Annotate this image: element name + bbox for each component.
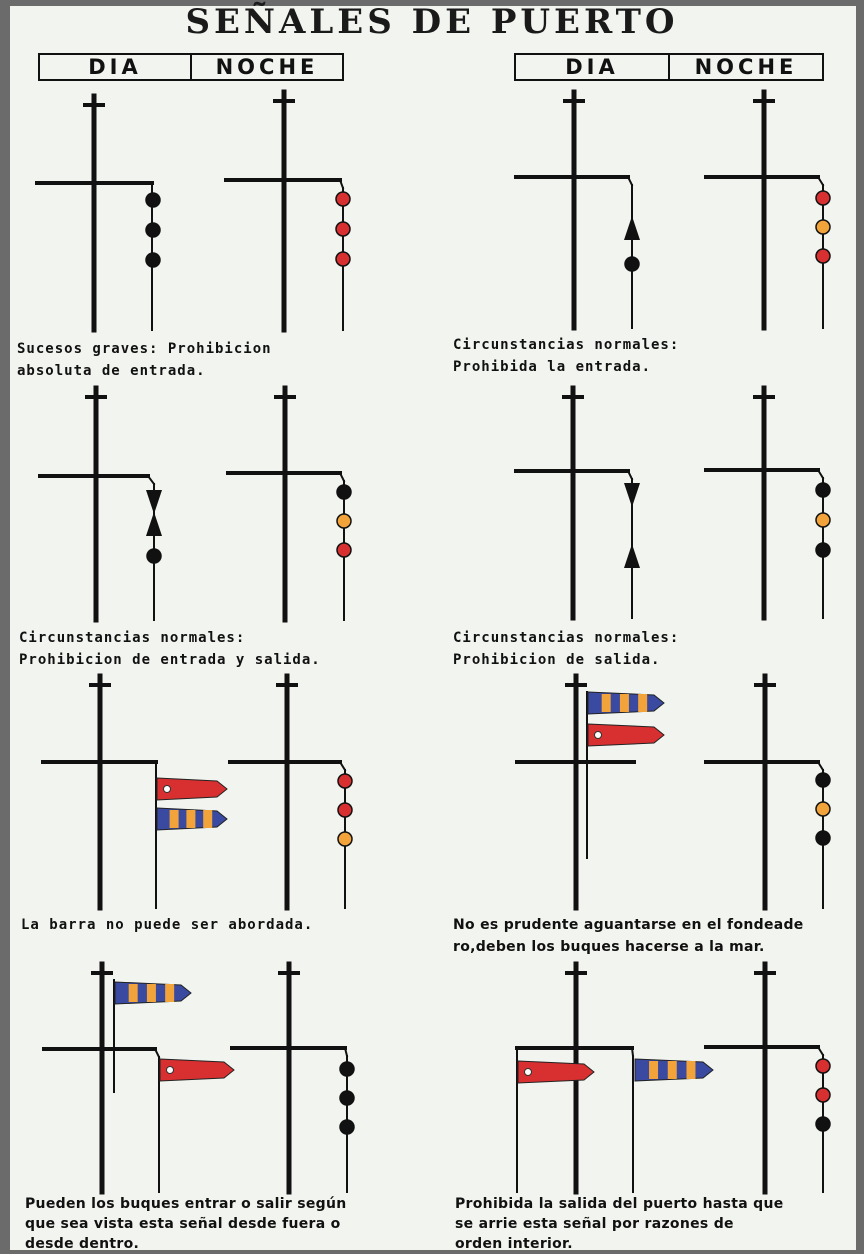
caption-8: Prohibida la salida del puerto hasta que… xyxy=(455,1194,784,1254)
ball-shape xyxy=(145,252,161,268)
page-title: SEÑALES DE PUERTO xyxy=(185,2,679,42)
r2-night-left-yard-end xyxy=(338,471,346,483)
striped-pennant xyxy=(587,691,665,715)
ball-shape xyxy=(145,222,161,238)
r4-night-right-yard-end xyxy=(816,1045,825,1057)
header-night-left: NOCHE xyxy=(190,55,342,79)
night-light xyxy=(336,513,352,529)
caption-7: Pueden los buques entrar o salir según q… xyxy=(25,1194,347,1254)
night-light xyxy=(335,191,351,207)
red-pennant xyxy=(587,723,665,747)
caption-6: No es prudente aguantarse en el fondeade… xyxy=(453,914,804,958)
caption-3: Circunstancias normales: Prohibicion de … xyxy=(19,627,321,671)
header-left: DIA NOCHE xyxy=(38,53,344,81)
caption-4-line1: Circunstancias normales: xyxy=(453,630,680,646)
cone-up-shape xyxy=(146,512,162,536)
caption-4: Circunstancias normales: Prohibicion de … xyxy=(453,627,679,671)
night-light xyxy=(339,1119,355,1135)
r3-night-right-yard-end xyxy=(816,760,825,772)
cone-up-shape xyxy=(624,216,640,240)
night-light xyxy=(815,801,831,817)
night-light xyxy=(815,772,831,788)
cone-down-shape xyxy=(146,490,162,514)
r3-night-left-yard-end xyxy=(338,760,347,772)
night-light xyxy=(335,221,351,237)
night-light xyxy=(815,482,831,498)
red-pennant xyxy=(159,1058,235,1082)
r2-day-right-yard-end xyxy=(626,469,634,481)
night-light xyxy=(815,219,831,235)
caption-3-line2: Prohibicion de entrada y salida. xyxy=(19,652,321,668)
caption-8-line1: Prohibida la salida del puerto hasta que xyxy=(455,1196,784,1212)
caption-2-line1: Circunstancias normales: xyxy=(453,337,680,353)
header-night-right: NOCHE xyxy=(668,55,822,79)
caption-6-line2: ro,deben los buques hacerse a la mar. xyxy=(453,939,765,955)
caption-7-line1: Pueden los buques entrar o salir según xyxy=(25,1196,347,1212)
r1-day-right-yard-end xyxy=(626,175,634,187)
caption-4-line2: Prohibicion de salida. xyxy=(453,652,661,668)
r4-day-left-yard-end xyxy=(153,1047,161,1059)
caption-6-line1: No es prudente aguantarse en el fondeade xyxy=(453,917,804,933)
night-light xyxy=(815,1058,831,1074)
night-light xyxy=(339,1090,355,1106)
caption-2-line2: Prohibida la entrada. xyxy=(453,359,652,375)
caption-2: Circunstancias normales: Prohibida la en… xyxy=(453,334,679,378)
night-light xyxy=(815,1116,831,1132)
night-light xyxy=(337,773,353,789)
cone-down-shape xyxy=(624,483,640,507)
header-right: DIA NOCHE xyxy=(514,53,824,81)
night-light xyxy=(336,484,352,500)
caption-5-line1: La barra no puede ser abordada. xyxy=(21,917,314,933)
ball-shape xyxy=(145,192,161,208)
caption-3-line1: Circunstancias normales: xyxy=(19,630,246,646)
caption-8-line2: se arrie esta señal por razones de xyxy=(455,1216,734,1232)
red-pennant xyxy=(156,777,228,801)
header-day-right: DIA xyxy=(565,55,619,79)
ball-shape xyxy=(624,256,640,272)
r2-night-right-yard-end xyxy=(816,468,825,480)
red-pennant xyxy=(517,1060,595,1084)
r1-night-left-yard-end xyxy=(338,178,345,190)
striped-pennant xyxy=(634,1058,714,1082)
caption-7-line2: que sea vista esta señal desde fuera o xyxy=(25,1216,341,1232)
caption-8-line3: orden interior. xyxy=(455,1236,573,1252)
night-light xyxy=(815,830,831,846)
striped-pennant xyxy=(156,807,228,831)
caption-1-line1: Sucesos graves: Prohibicion xyxy=(17,341,272,357)
header-day-left: DIA xyxy=(88,55,142,79)
r4-day-right-yard-end xyxy=(630,1046,635,1058)
caption-1: Sucesos graves: Prohibicion absoluta de … xyxy=(17,338,272,382)
night-light xyxy=(337,802,353,818)
r4-night-left-yard-end xyxy=(343,1046,349,1058)
night-light xyxy=(335,251,351,267)
night-light xyxy=(815,248,831,264)
caption-1-line2: absoluta de entrada. xyxy=(17,363,206,379)
night-light xyxy=(815,542,831,558)
night-light xyxy=(336,542,352,558)
night-light xyxy=(815,512,831,528)
r1-night-right-yard-end xyxy=(816,175,825,187)
night-light xyxy=(337,831,353,847)
caption-5: La barra no puede ser abordada. xyxy=(21,914,313,936)
cone-up-shape xyxy=(624,544,640,568)
night-light xyxy=(815,1087,831,1103)
night-light xyxy=(815,190,831,206)
ball-shape xyxy=(146,548,162,564)
night-light xyxy=(339,1061,355,1077)
caption-7-line3: desde dentro. xyxy=(25,1236,140,1252)
r2-day-left-yard-end xyxy=(146,474,156,486)
striped-pennant xyxy=(114,981,192,1005)
